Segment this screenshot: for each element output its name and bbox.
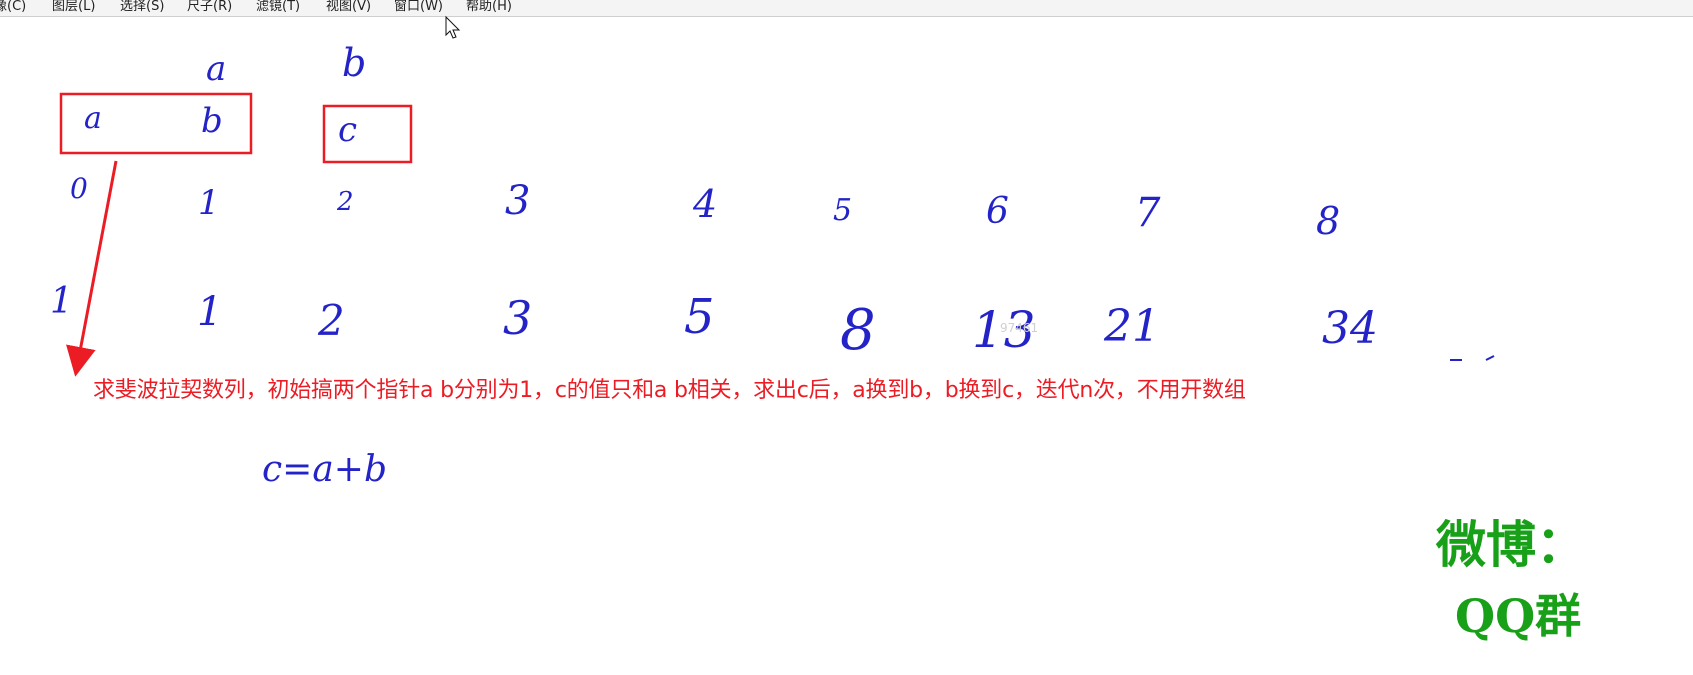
value-34: 34: [1322, 303, 1378, 354]
formula: c=a+b: [262, 449, 387, 490]
menu-layer[interactable]: 图层(L): [52, 0, 96, 14]
index-7: 7: [1135, 190, 1161, 236]
menu-help[interactable]: 帮助(H): [466, 0, 512, 14]
label-b: b: [342, 41, 367, 85]
index-6: 6: [986, 191, 1009, 232]
qq-group-label: QQ群: [1455, 589, 1582, 643]
value-21: 21: [1104, 301, 1160, 352]
menu-bar: 像(C) 图层(L) 选择(S) 尺子(R) 滤镜(T) 视图(V) 窗口(W)…: [0, 0, 1693, 17]
index-3: 3: [505, 178, 531, 224]
value-0: 1: [50, 281, 73, 322]
index-4: 4: [693, 182, 718, 226]
box-b-text: b: [201, 101, 223, 141]
index-2: 2: [337, 187, 354, 217]
box-a-text: a: [84, 101, 102, 136]
menu-window[interactable]: 窗口(W): [394, 0, 443, 14]
value-13: 13: [972, 301, 1036, 359]
mouse-cursor-icon: [445, 15, 461, 39]
explanation-note: 求斐波拉契数列，初始搞两个指针a b分别为1，c的值只和a b相关，求出c后，a…: [93, 378, 1246, 403]
menu-image[interactable]: 像(C): [0, 0, 27, 14]
box-c: [322, 104, 413, 164]
menu-filter[interactable]: 滤镜(T): [256, 0, 301, 14]
index-0: 0: [70, 172, 88, 205]
value-5: 5: [684, 289, 715, 345]
value-3: 3: [503, 291, 533, 345]
menu-ruler[interactable]: 尺子(R): [187, 0, 233, 14]
index-1: 1: [198, 183, 220, 223]
stray-mark: [1450, 355, 1495, 361]
label-a: a: [206, 49, 227, 89]
box-c-text: c: [338, 110, 358, 150]
menu-view[interactable]: 视图(V): [326, 0, 372, 14]
menu-select[interactable]: 选择(S): [120, 0, 165, 14]
value-2: 2: [318, 296, 345, 345]
box-ab: [59, 92, 253, 155]
value-8: 8: [840, 298, 876, 363]
watermark: 97461: [1000, 321, 1039, 335]
red-arrow: [66, 160, 118, 377]
value-1: 1: [197, 289, 223, 335]
index-5: 5: [833, 193, 853, 228]
weibo-label: 微博：: [1436, 515, 1586, 574]
index-8: 8: [1316, 199, 1341, 243]
